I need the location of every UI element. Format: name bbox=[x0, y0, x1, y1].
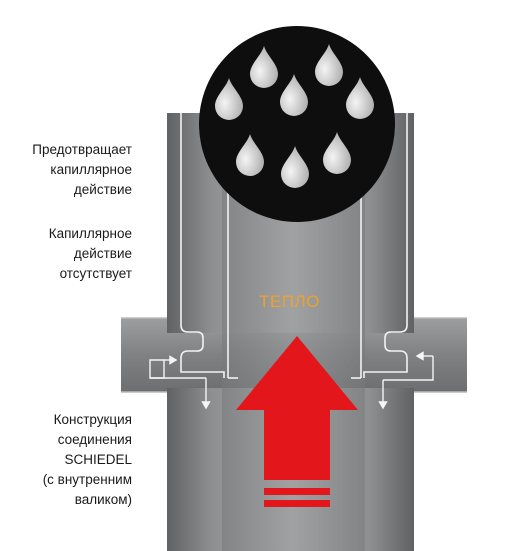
water-drop-icon bbox=[315, 44, 343, 86]
water-drop-icon bbox=[281, 146, 309, 188]
water-drop-icon bbox=[323, 132, 351, 174]
label-line: Конструкция bbox=[53, 412, 132, 427]
label-line: Предотвращает bbox=[32, 142, 132, 157]
flow-arrows-left bbox=[149, 355, 211, 410]
label-capillary-absent: Капиллярное действие отсутствует bbox=[49, 224, 132, 284]
label-line: действие bbox=[73, 182, 132, 197]
water-drop-icon bbox=[280, 74, 308, 116]
label-line: соединения bbox=[57, 432, 132, 447]
up-arrow-icon bbox=[236, 336, 358, 507]
label-prevents-capillary: Предотвращает капиллярное действие bbox=[32, 140, 132, 200]
flow-arrows-right bbox=[378, 351, 434, 410]
water-drop-icon bbox=[215, 78, 243, 120]
water-drop-icon bbox=[250, 46, 278, 88]
water-drop-icon bbox=[236, 134, 264, 176]
label-line: SCHIEDEL bbox=[64, 452, 132, 467]
label-line: действие bbox=[73, 246, 132, 261]
label-line: капиллярное bbox=[50, 162, 132, 177]
capillary-lines bbox=[180, 113, 408, 379]
heat-label: ТЕПЛО bbox=[259, 292, 320, 311]
label-line: (с внутренним bbox=[42, 472, 132, 487]
label-line: отсутствует bbox=[59, 266, 132, 281]
label-line: валиком) bbox=[74, 492, 132, 507]
label-line: Капиллярное bbox=[48, 226, 132, 241]
water-drop-icon bbox=[346, 77, 374, 119]
label-schiedel-joint: Конструкция соединения SCHIEDEL (с внутр… bbox=[43, 410, 132, 510]
